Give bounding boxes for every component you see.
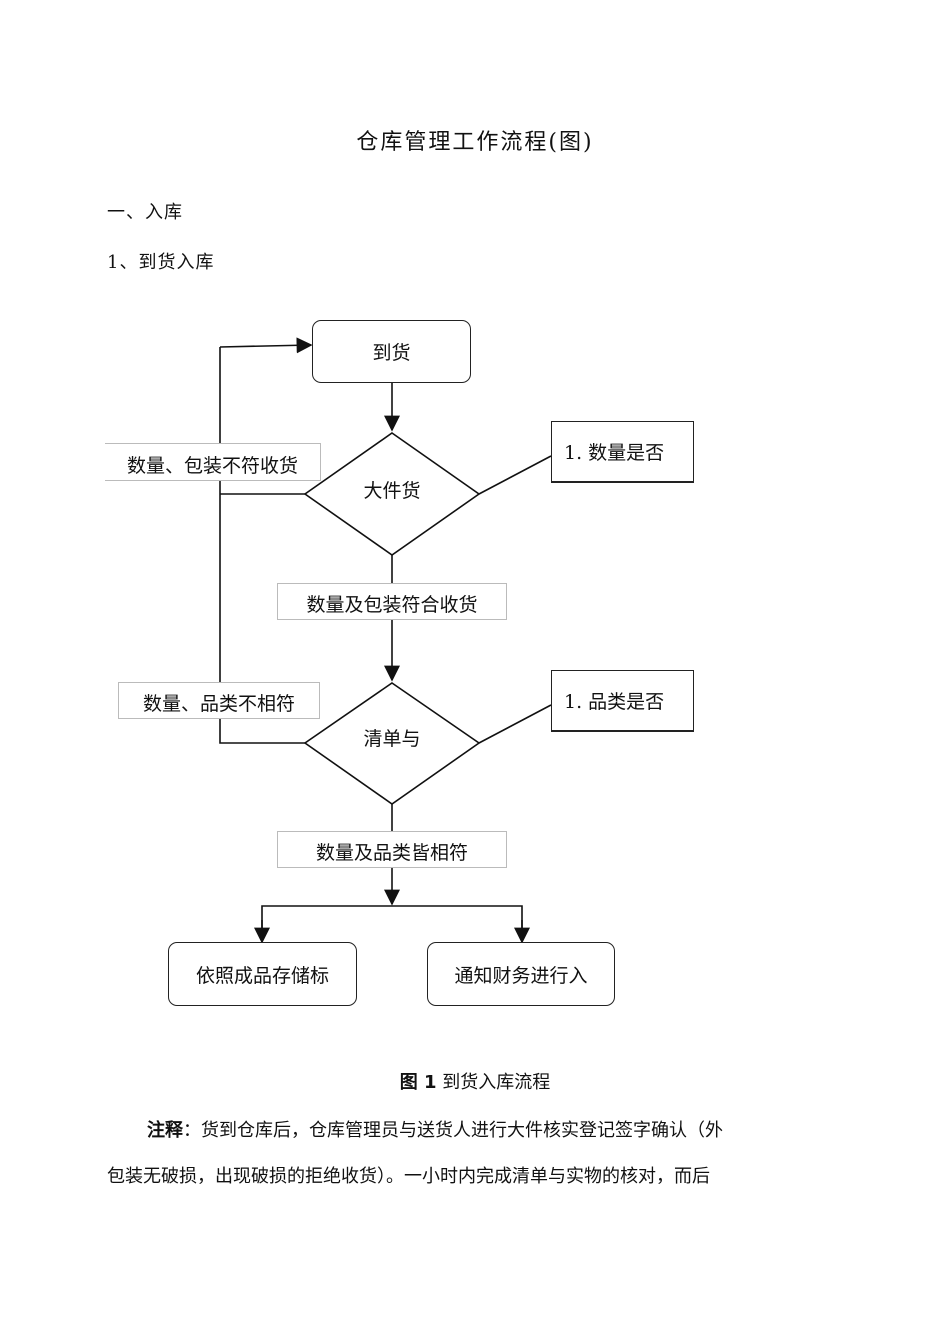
figure-caption: 图 1 到货入库流程 <box>0 1068 950 1094</box>
pass-label-2: 数量及品类皆相符 <box>277 831 507 868</box>
note-label: 注释 <box>147 1120 183 1141</box>
split-line <box>261 905 523 941</box>
arrow-loop-to-arrival <box>219 337 313 354</box>
note-box-2: 1. 品类是否 <box>551 670 694 732</box>
caption-label: 图 1 <box>399 1072 437 1093</box>
page-title: 仓库管理工作流程(图) <box>356 130 594 155</box>
note-box-1: 1. 数量是否 <box>551 421 694 483</box>
store-box: 依照成品存储标 <box>168 942 357 1006</box>
section-heading: 一、入库 <box>107 202 183 223</box>
note-line-1-text: ：货到仓库后，仓库管理员与送货人进行大件核实登记签字确认（外 <box>183 1120 723 1141</box>
decision-2-label: 清单与 <box>363 728 421 750</box>
subsection-heading: 1、到货入库 <box>107 252 215 273</box>
arrival-box: 到货 <box>312 320 471 383</box>
note-paragraph: 注释：货到仓库后，仓库管理员与送货人进行大件核实登记签字确认（外 <box>107 1108 852 1154</box>
note-line-2-text: 包装无破损，出现破损的拒绝收货）。一小时内完成清单与实物的核对，而后 <box>107 1166 710 1187</box>
note-line-1 <box>478 455 552 495</box>
caption-text: 到货入库流程 <box>442 1072 551 1093</box>
decision-1-label: 大件货 <box>363 480 421 502</box>
reject-label-1: 数量、包装不符收货 <box>105 443 321 481</box>
reject-label-2: 数量、品类不相符 <box>118 682 320 719</box>
note-paragraph-line-2: 包装无破损，出现破损的拒绝收货）。一小时内完成清单与实物的核对，而后 <box>107 1154 852 1200</box>
note-line-2 <box>478 704 552 744</box>
pass-label-1: 数量及包装符合收货 <box>277 583 507 620</box>
finance-box: 通知财务进行入 <box>427 942 615 1006</box>
